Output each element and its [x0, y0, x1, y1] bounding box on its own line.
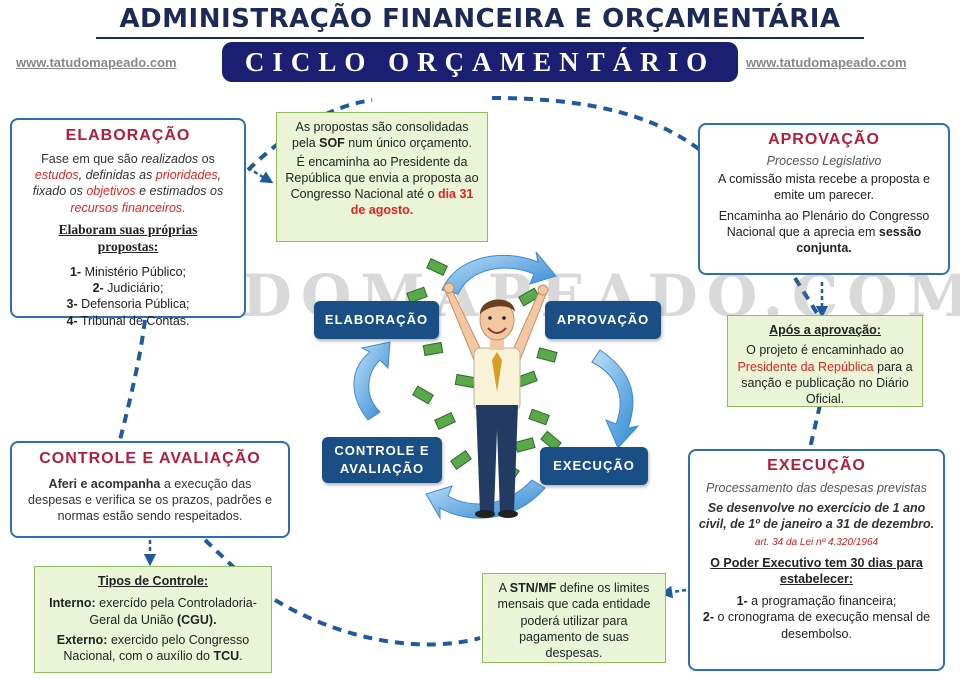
cycle-pill-controle: CONTROLE E AVALIAÇÃO — [322, 437, 442, 483]
connector-bottom-left — [273, 598, 481, 647]
execucao-list: 1- a programação financeira; 2- o cronog… — [698, 593, 935, 642]
elaboracao-box: ELABORAÇÃO Fase em que são realizados os… — [10, 118, 246, 328]
list-item: 2- Judiciário; — [92, 281, 164, 296]
text: estudos — [34, 168, 79, 183]
consolidacao-box: As propostas são consolidadas pela SOF n… — [276, 112, 488, 242]
execucao-subtitle: Processamento das despesas previstas — [706, 480, 927, 495]
elaboracao-description: Fase em que são realizados os estudos, d… — [20, 151, 236, 216]
tipos-externo: Externo: exercido pelo Congresso Naciona… — [56, 632, 250, 663]
execucao-law: art. 34 da Lei nº 4.320/1964 — [754, 536, 879, 548]
site-link-right[interactable]: www.tatudomapeado.com — [746, 55, 907, 70]
arrow-into-consolidacao — [247, 166, 274, 184]
text: Fase em que são — [41, 151, 142, 166]
controle-desc: Aferi e acompanha a execução das despesa… — [28, 476, 272, 524]
consolidacao-line1: As propostas são consolidadas pela SOF n… — [292, 120, 472, 151]
apos-text: O projeto é encaminhado ao Presidente da… — [737, 343, 913, 406]
businessman-icon — [443, 282, 549, 518]
text: CONTROLE E — [334, 443, 430, 459]
cycle-pill-execucao: EXECUÇÃO — [540, 447, 648, 485]
elaboracao-list: 1- Ministério Público; 2- Judiciário; 3-… — [20, 264, 236, 329]
text: recursos financeiros. — [70, 200, 186, 215]
text: AVALIAÇÃO — [339, 461, 425, 476]
connector-top-aprov — [491, 96, 702, 152]
text: os — [198, 151, 215, 166]
aprovacao-line1: A comissão mista recebe a proposta e emi… — [718, 172, 930, 203]
elaboracao-heading: Elaboram suas próprias propostas: — [58, 221, 198, 255]
tipos-interno: Interno: exercído pela Controladoria-Ger… — [49, 596, 257, 627]
cycle-pill-elaboracao: ELABORAÇÃO — [314, 301, 439, 339]
execucao-desc: Se desenvolve no exercício de 1 ano civi… — [698, 501, 935, 532]
execucao-heading: O Poder Executivo tem 30 dias para estab… — [710, 555, 923, 586]
cycle-arrow-right-icon — [591, 349, 640, 449]
tipos-box: Tipos de Controle: Interno: exercído pel… — [34, 566, 272, 673]
title-underline — [96, 37, 864, 39]
page-title: ADMINISTRAÇÃO FINANCEIRA E ORÇAMENTÁRIA — [119, 4, 841, 34]
connector-apos-exec — [808, 404, 822, 449]
cycle-arrow-bottom-icon — [425, 479, 546, 520]
text: , definidas as — [78, 168, 156, 183]
aprovacao-line2: Encaminha ao Plenário do Congresso Nacio… — [718, 208, 930, 256]
aprovacao-title: APROVAÇÃO — [768, 131, 880, 148]
controle-box: CONTROLE E AVALIAÇÃO Aferi e acompanha a… — [10, 441, 290, 538]
subtitle-banner: CICLO ORÇAMENTÁRIO — [222, 42, 738, 82]
text: , fixado os — [32, 168, 222, 199]
elaboracao-title: ELABORAÇÃO — [65, 127, 191, 144]
text: prioridades — [155, 168, 218, 183]
text: e estimados os — [135, 184, 224, 199]
connector-controle-elab — [118, 319, 147, 441]
connector-aprov-apos — [793, 276, 822, 320]
list-item: 1- a programação financeira; — [736, 594, 897, 609]
list-item: 1- Ministério Público; — [69, 264, 187, 279]
stn-box: A STN/MF define os limites mensais que c… — [482, 573, 666, 663]
controle-title: CONTROLE E AVALIAÇÃO — [39, 450, 261, 467]
cycle-arrow-left-icon — [353, 341, 391, 421]
aprovacao-subtitle: Processo Legislativo — [766, 153, 882, 168]
site-link-left[interactable]: www.tatudomapeado.com — [16, 55, 177, 70]
cycle-arrow-top-icon — [441, 251, 557, 295]
consolidacao-line2: É encaminha ao Presidente da República q… — [285, 154, 479, 218]
arrow-into-stn — [659, 585, 687, 599]
execucao-title: EXECUÇÃO — [767, 457, 866, 474]
text: realizados — [141, 151, 199, 166]
execucao-box: EXECUÇÃO Processamento das despesas prev… — [688, 449, 945, 671]
aprovacao-box: APROVAÇÃO Processo Legislativo A comissã… — [698, 123, 950, 275]
apos-heading: Após a aprovação: — [769, 323, 881, 337]
list-item: 4- Tribunal de Contas. — [66, 313, 190, 328]
list-item: 2- o cronograma de execução mensal de de… — [702, 610, 931, 641]
text: objetivos — [86, 184, 136, 199]
cycle-pill-aprovacao: APROVAÇÃO — [545, 301, 661, 339]
tipos-heading: Tipos de Controle: — [97, 574, 209, 588]
apos-aprovacao-box: Após a aprovação: O projeto é encaminhad… — [727, 315, 923, 407]
list-item: 3- Defensoria Pública; — [66, 297, 190, 312]
